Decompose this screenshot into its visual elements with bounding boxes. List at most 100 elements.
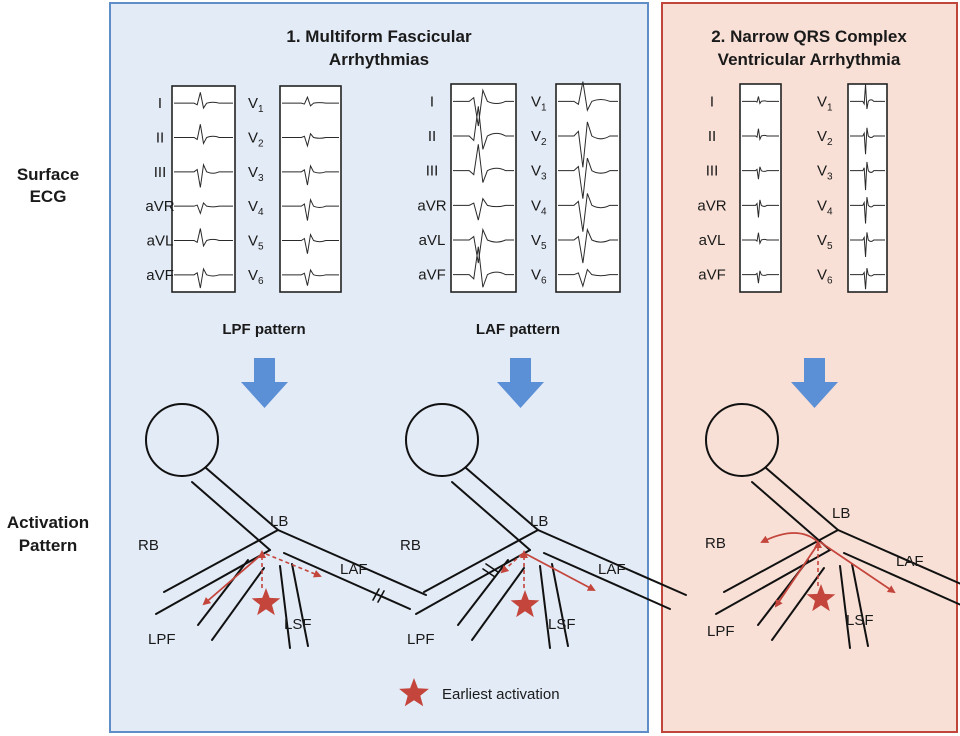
ecg-limb-trace [453, 106, 514, 150]
limb-lead-label: I [158, 95, 162, 112]
label-laf-2: LAF [598, 561, 626, 578]
ecg-precordial-lead-strip [279, 85, 342, 293]
limb-lead-label: aVL [147, 233, 174, 250]
ecg-limb-trace [742, 128, 779, 142]
ecg-limb-trace [453, 144, 514, 183]
precordial-lead-subscript: 2 [258, 139, 264, 150]
precordial-lead-subscript: 4 [827, 206, 833, 217]
limb-lead-label: aVR [417, 197, 446, 214]
panel2-title-line1: 2. Narrow QRS Complex [711, 27, 907, 46]
ecg-precordial-trace [282, 268, 339, 286]
ecg-limb-trace [742, 232, 779, 246]
ecg-precordial-lead-strip [555, 83, 621, 293]
label-lsf-1: LSF [284, 616, 312, 633]
conduction-tree-narrow-qrs [705, 403, 960, 649]
precordial-lead-subscript: 1 [827, 102, 833, 113]
star-earliest-activation-icon [806, 584, 836, 612]
ecg-limb-lead-strip [450, 83, 517, 293]
label-lpf-1: LPF [148, 631, 176, 648]
ecg-precordial-trace [282, 132, 339, 148]
ecg-precordial-trace [282, 95, 339, 107]
ecg-limb-trace [742, 166, 779, 180]
precordial-lead-subscript: 1 [258, 104, 264, 115]
star-earliest-activation-icon [251, 588, 281, 616]
ecg-precordial-trace [850, 232, 885, 258]
ecg-limb-trace [174, 201, 233, 215]
limb-lead-label: II [156, 130, 164, 147]
conduction-tree-lpf [145, 403, 427, 649]
limb-lead-label: II [708, 128, 716, 145]
precordial-lead-subscript: 6 [258, 276, 264, 287]
precordial-lead-subscript: 5 [541, 241, 547, 252]
limb-lead-label: aVR [145, 198, 174, 215]
precordial-lead-subscript: 6 [541, 276, 547, 287]
limb-lead-label: aVF [418, 267, 446, 284]
ecg-limb-trace [453, 246, 514, 288]
precordial-lead-subscript: 6 [827, 276, 833, 287]
precordial-lead-subscript: 1 [541, 102, 547, 113]
ecg-limb-trace [742, 96, 779, 105]
pattern-label-lpf: LPF pattern [222, 321, 305, 338]
conduction-tree-laf [405, 403, 687, 649]
label-rb-2: RB [400, 537, 421, 554]
precordial-lead-subscript: 3 [258, 173, 264, 184]
ecg-precordial-trace [558, 193, 618, 232]
ecg-precordial-trace [282, 232, 339, 254]
label-lb-1: LB [270, 513, 288, 530]
limb-lead-label: II [428, 128, 436, 145]
row-label-activation-line1: Activation [7, 513, 89, 532]
limb-lead-label: I [430, 93, 434, 110]
star-legend-icon [399, 678, 429, 707]
ecg-precordial-trace [850, 268, 885, 290]
panel1-title-line1: 1. Multiform Fascicular [286, 27, 472, 46]
ecg-precordial-trace [850, 197, 885, 224]
precordial-lead-subscript: 5 [827, 241, 833, 252]
limb-lead-label: I [710, 93, 714, 110]
ecg-limb-trace [453, 197, 514, 221]
limb-lead-label: aVF [698, 267, 726, 284]
precordial-lead-subscript: 2 [541, 137, 547, 148]
precordial-lead-subscript: 2 [827, 137, 833, 148]
limb-lead-label: aVR [697, 197, 726, 214]
ecg-precordial-trace [558, 81, 618, 112]
label-laf-1: LAF [340, 561, 368, 578]
precordial-lead-subscript: 3 [827, 172, 833, 183]
ecg-limb-lead-strip [171, 85, 236, 293]
row-label-surface-ecg-line2: ECG [30, 187, 67, 206]
star-earliest-activation-icon [510, 590, 540, 618]
label-lpf-2: LPF [407, 631, 435, 648]
limb-lead-label: III [426, 163, 439, 180]
ecg-limb-lead-strip [739, 83, 782, 293]
down-arrow-icon [791, 358, 838, 408]
ecg-limb-trace [174, 267, 233, 289]
label-lsf-3: LSF [846, 612, 874, 629]
ecg-precordial-trace [282, 164, 339, 186]
ecg-precordial-trace [850, 161, 885, 191]
limb-lead-label: aVL [699, 232, 726, 249]
row-label-surface-ecg-line1: Surface [17, 165, 79, 184]
panel1-title-line2: Arrhythmias [329, 50, 429, 69]
ecg-limb-trace [174, 124, 233, 145]
panel2-title-line2: Ventricular Arrhythmia [718, 50, 901, 69]
pattern-label-laf: LAF pattern [476, 321, 560, 338]
limb-lead-label: III [706, 163, 719, 180]
ecg-precordial-trace [558, 227, 618, 264]
ecg-precordial-trace [558, 157, 618, 199]
precordial-lead-subscript: 4 [258, 207, 264, 218]
ecg-limb-trace [174, 228, 233, 248]
precordial-lead-subscript: 5 [258, 242, 264, 253]
row-label-activation-line2: Pattern [19, 536, 78, 555]
label-rb-1: RB [138, 537, 159, 554]
limb-lead-label: III [154, 164, 167, 181]
limb-lead-label: aVL [419, 232, 446, 249]
precordial-lead-subscript: 3 [541, 172, 547, 183]
ecg-precordial-trace [282, 197, 339, 221]
ecg-precordial-trace [850, 127, 885, 155]
ecg-limb-trace [742, 199, 779, 218]
ecg-precordial-trace [850, 84, 885, 110]
ecg-limb-trace [174, 92, 233, 110]
